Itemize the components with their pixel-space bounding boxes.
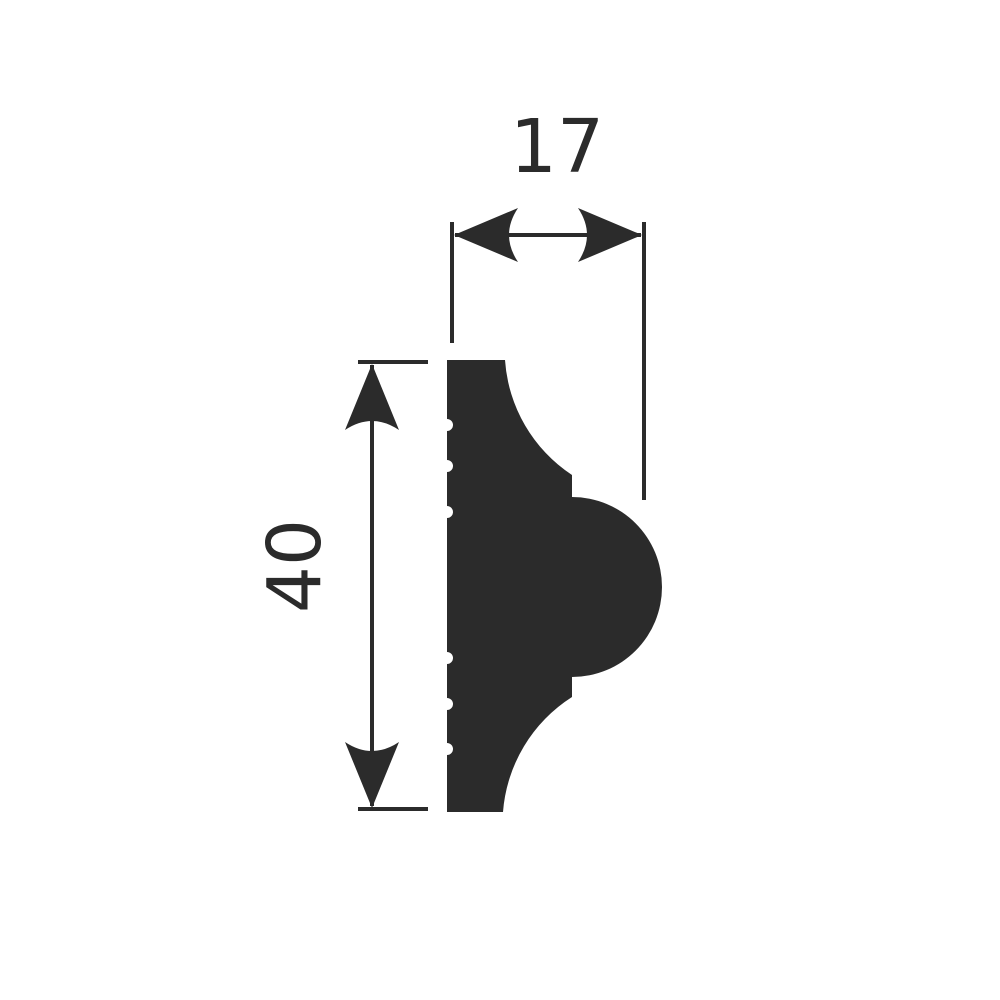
- arrow-left-icon: [454, 208, 518, 262]
- molding-profile: [447, 360, 662, 812]
- arrow-up-icon: [345, 364, 399, 430]
- height-dimension: [345, 360, 428, 811]
- arrow-down-icon: [345, 742, 399, 808]
- width-dimension: [450, 208, 646, 500]
- width-label: 17: [510, 104, 604, 190]
- arrow-right-icon: [578, 208, 642, 262]
- height-label: 40: [252, 519, 338, 613]
